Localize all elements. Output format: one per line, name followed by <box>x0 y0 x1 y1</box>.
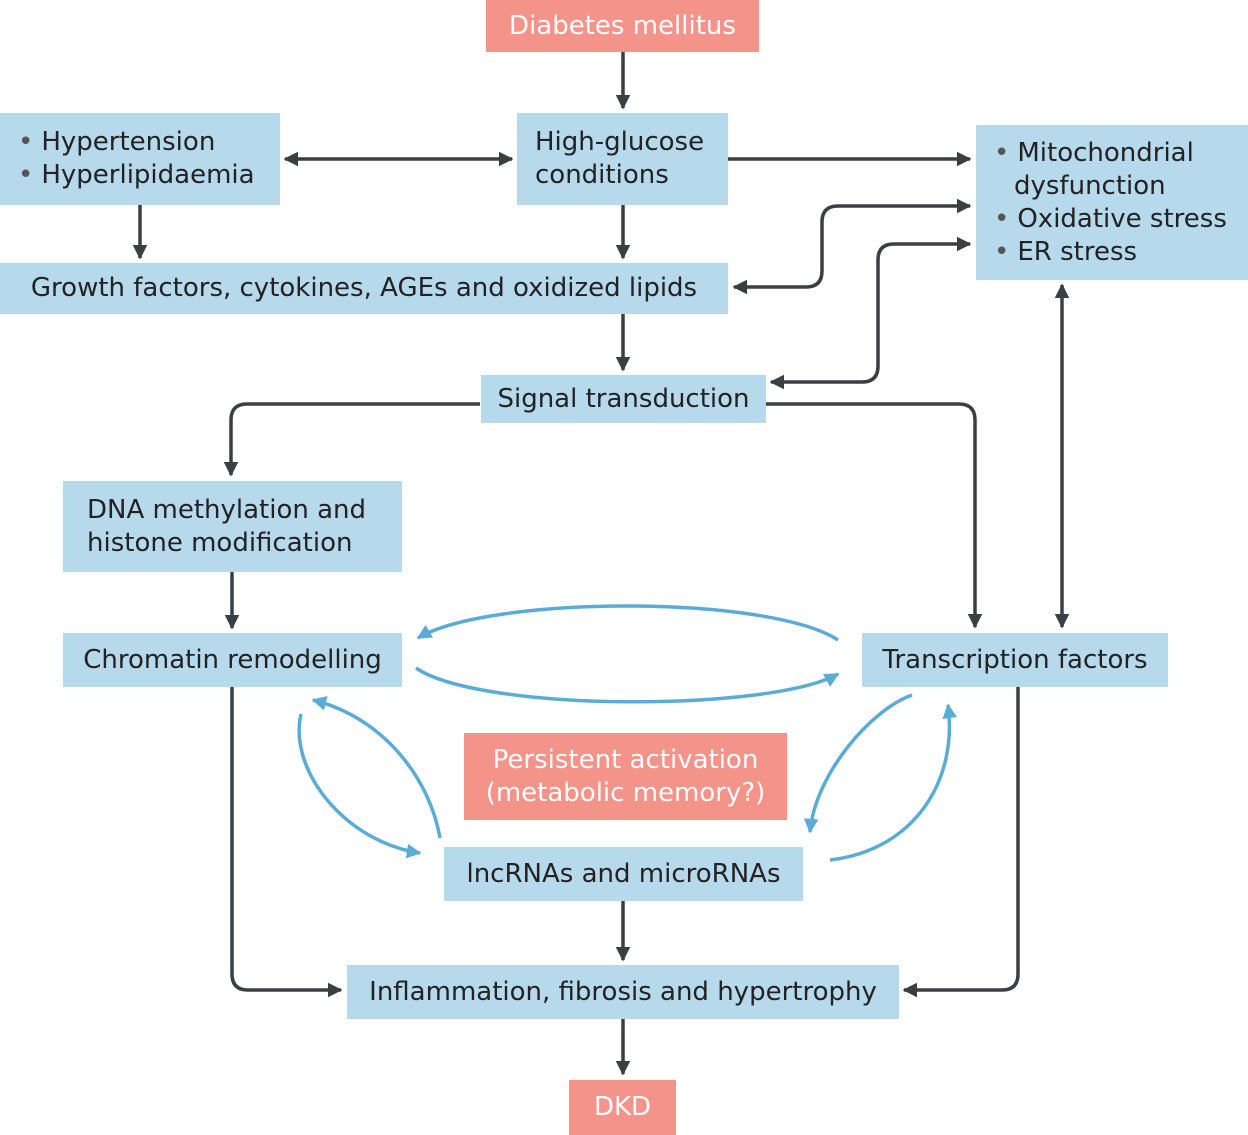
arrow-signal-to-transcription <box>766 402 983 629</box>
persistent-activation-box: Persistent activation (metabolic memory?… <box>464 733 787 820</box>
arrow-transcription-to-inflammation <box>902 687 1020 998</box>
cycle-arrow-chromatin-to-lncrna <box>297 713 422 859</box>
arrow-chromatin-to-inflammation <box>230 687 343 998</box>
chromatin-remodelling-box: Chromatin remodelling <box>63 633 402 687</box>
inflammation-box: Inflammation, fibrosis and hypertrophy <box>347 965 899 1019</box>
mitochondrial-dysfunction-item-continued: dysfunction <box>1014 170 1166 201</box>
mitochondrial-dysfunction-item: Mitochondrial <box>994 137 1248 170</box>
dkd-label: DKD <box>593 1092 652 1122</box>
lncrnas-micrornas-box: lncRNAs and microRNAs <box>444 847 803 901</box>
cycle-arrow-lncrna-to-chromatin <box>311 696 442 839</box>
chromatin-remodelling-label: Chromatin remodelling <box>83 644 382 675</box>
dkd-box: DKD <box>569 1080 676 1135</box>
transcription-factors-label: Transcription factors <box>882 644 1148 675</box>
oxidative-stress-item: Oxidative stress <box>994 203 1248 236</box>
signal-transduction-label: Signal transduction <box>497 383 750 414</box>
er-stress-item: ER stress <box>994 236 1248 269</box>
dna-methylation-label-line2: histone modification <box>87 527 353 558</box>
lncrnas-micrornas-label: lncRNAs and microRNAs <box>466 858 781 889</box>
diabetes-mellitus-box: Diabetes mellitus <box>486 0 759 52</box>
hypertension-item: Hypertension <box>18 126 280 159</box>
arrow-stress-growth <box>732 198 972 295</box>
cycle-arrow-transcription-to-lncrna <box>803 693 913 834</box>
dna-methylation-box: DNA methylation and histone modification <box>63 481 402 572</box>
risk-factors-box: Hypertension Hyperlipidaemia <box>0 113 280 205</box>
cellular-stress-box: Mitochondrial dysfunction Oxidative stre… <box>976 125 1248 280</box>
inflammation-label: Inflammation, fibrosis and hypertrophy <box>369 976 877 1007</box>
cycle-arrow-chromatin-to-transcription <box>415 666 840 704</box>
persistent-activation-label-line1: Persistent activation <box>492 744 759 775</box>
diabetes-mellitus-label: Diabetes mellitus <box>509 10 736 41</box>
dna-methylation-label-line1: DNA methylation and <box>87 494 367 525</box>
growth-factors-label: Growth factors, cytokines, AGEs and oxid… <box>30 273 698 303</box>
high-glucose-label-line2: conditions <box>535 160 669 190</box>
high-glucose-box: High-glucose conditions <box>517 113 728 205</box>
transcription-factors-box: Transcription factors <box>862 633 1168 687</box>
hyperlipidaemia-item: Hyperlipidaemia <box>18 159 280 192</box>
arrow-signal-to-dna <box>223 402 480 477</box>
arrow-stress-signal <box>769 236 972 390</box>
high-glucose-label-line1: High-glucose <box>535 127 705 157</box>
signal-transduction-box: Signal transduction <box>481 375 766 423</box>
persistent-activation-label-line2: (metabolic memory?) <box>485 777 766 808</box>
cycle-arrow-transcription-to-chromatin <box>416 604 839 642</box>
growth-factors-box: Growth factors, cytokines, AGEs and oxid… <box>0 263 728 314</box>
cycle-arrow-lncrna-to-transcription <box>829 703 958 862</box>
